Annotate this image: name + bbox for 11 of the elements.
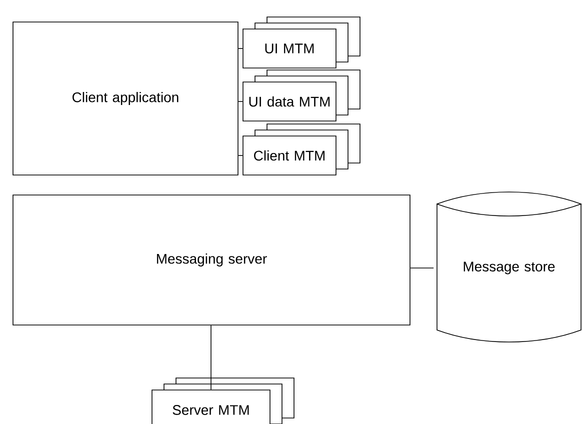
connector-line <box>210 325 212 390</box>
process-box: Messaging server <box>12 194 410 326</box>
connector-line <box>238 155 243 156</box>
stacked-box: Server MTM <box>152 378 294 424</box>
stacked-box: UI MTM <box>242 16 360 68</box>
process-box: Client application <box>12 22 238 176</box>
connector-line <box>238 101 243 102</box>
stacked-box: Client MTM <box>242 124 360 176</box>
stacked-box: UI data MTM <box>242 70 360 122</box>
connector-line <box>238 48 243 49</box>
database-cylinder: Message store <box>436 192 582 342</box>
